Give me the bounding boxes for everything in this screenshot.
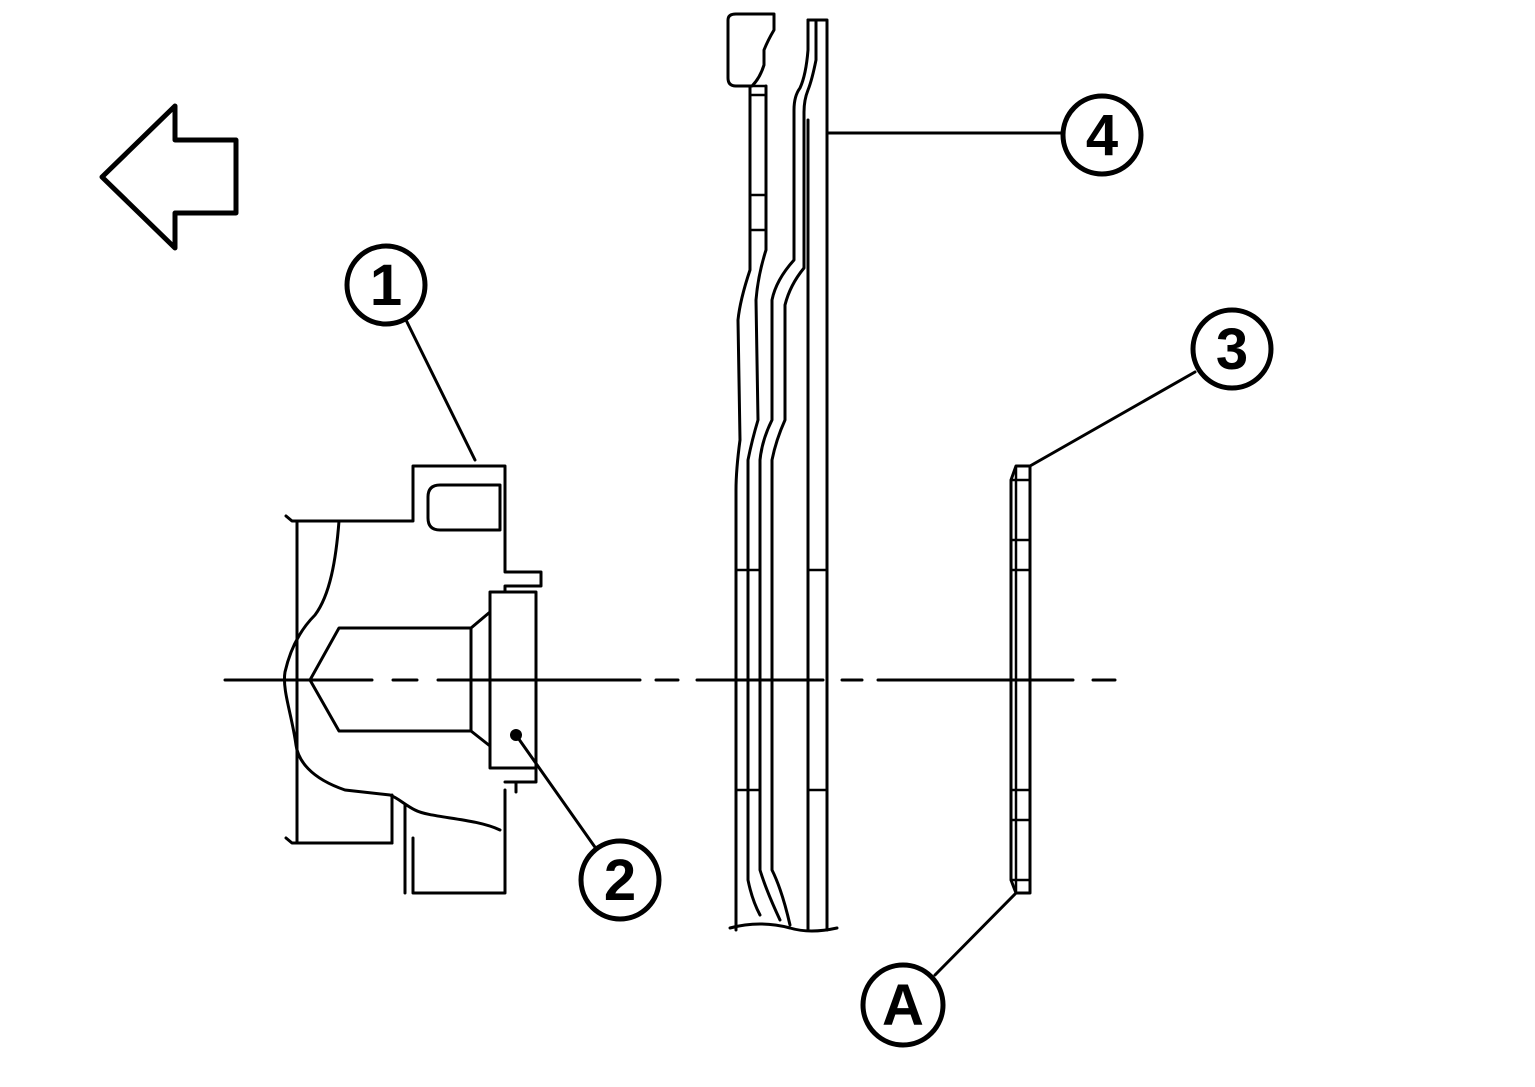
svg-text:A: A	[882, 973, 924, 1038]
callout-2: 2	[578, 838, 662, 922]
svg-text:2: 2	[604, 848, 636, 913]
callout-4: 4	[1060, 93, 1144, 177]
svg-text:3: 3	[1216, 317, 1248, 382]
callout-A: A	[860, 962, 946, 1048]
left-arrow-icon	[99, 103, 239, 251]
svg-text:4: 4	[1086, 103, 1118, 168]
callout-3: 3	[1190, 307, 1274, 391]
callout-1: 1	[344, 243, 428, 327]
part-1-housing	[282, 464, 543, 895]
part-4-plate	[726, 12, 839, 933]
leader-lines	[404, 131, 1197, 977]
svg-text:1: 1	[370, 253, 402, 318]
